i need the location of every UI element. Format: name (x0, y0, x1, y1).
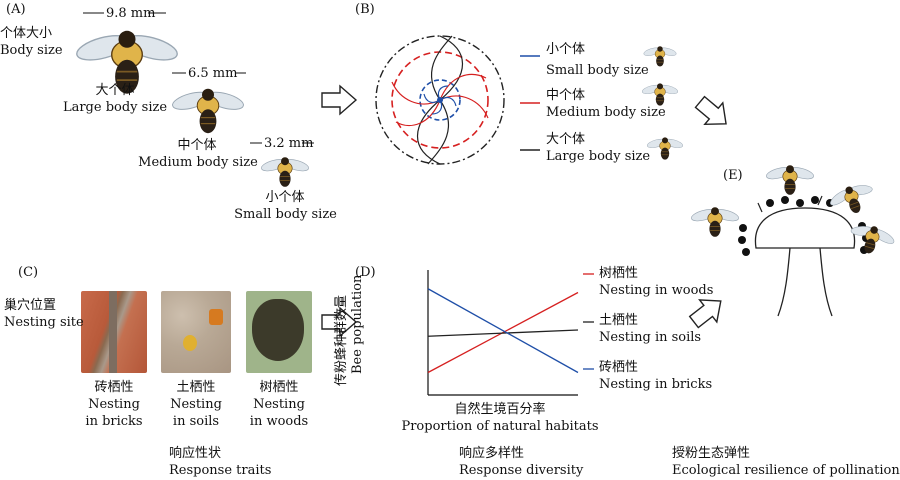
nesting-soils-photo (161, 291, 231, 373)
series-soils-cn: 土栖性 (599, 313, 639, 328)
resilience-caption-en: Ecological resilience of pollination (672, 463, 900, 478)
series-line-1 (427, 329, 579, 337)
scale-bars (83, 12, 314, 144)
soils-label-cn: 土栖性 (176, 380, 216, 395)
response-traits-cn: 响应性状 (169, 446, 222, 461)
woods-label-en1: Nesting (253, 397, 305, 412)
small-label-cn: 小个体 (265, 190, 305, 205)
panel-c-label: (C) (18, 265, 39, 280)
legend-large-en: Large body size (546, 149, 651, 164)
nesting-woods-photo (246, 291, 312, 373)
body-size-circle-diagram (375, 35, 505, 165)
arrow-a-to-b-icon (321, 85, 357, 115)
pollinator-bee-2-icon (689, 206, 741, 238)
legend-small-cn: 小个体 (546, 42, 586, 57)
panel-a-label: (A) (6, 2, 26, 17)
response-diversity-en: Response diversity (459, 463, 584, 478)
soils-label-en2: in soils (172, 414, 220, 429)
chart-ylabel-en: Bee population (350, 274, 365, 374)
arrow-b-to-e-icon (690, 90, 736, 136)
response-diversity-cn: 响应多样性 (459, 446, 525, 461)
legend-large-cn: 大个体 (546, 132, 586, 147)
nesting-bricks-photo (81, 291, 147, 373)
panel-e-label: (E) (723, 168, 743, 183)
bricks-label-en1: Nesting (88, 397, 140, 412)
medium-label-en: Medium body size (138, 155, 258, 170)
response-chart (427, 270, 594, 396)
flower-illustration (754, 207, 856, 317)
bricks-label-en2: in bricks (85, 414, 143, 429)
series-line-2 (427, 288, 579, 374)
bricks-label-cn: 砖栖性 (94, 380, 134, 395)
legend-bee-large-icon (646, 137, 684, 160)
small-size-measure: 3.2 mm (264, 136, 314, 151)
series-bricks-en: Nesting in bricks (599, 377, 713, 392)
series-soils-en: Nesting in soils (599, 330, 702, 345)
medium-label-cn: 中个体 (177, 138, 217, 153)
response-traits-en: Response traits (169, 463, 272, 478)
large-label-en: Large body size (62, 100, 168, 115)
small-label-en: Small body size (234, 207, 337, 222)
bee-medium-icon (170, 88, 246, 134)
chart-xlabel-en: Proportion of natural habitats (401, 419, 599, 434)
large-label-cn: 大个体 (95, 83, 135, 98)
chart-ylabel-cn: 传粉蜂种群数量 (334, 294, 349, 386)
legend-lines (520, 55, 540, 151)
panel-d-label: (D) (355, 265, 376, 280)
nesting-site-label-en: Nesting site (4, 315, 84, 330)
medium-size-measure: 6.5 mm (188, 66, 238, 81)
body-size-label-en: Body size (0, 43, 63, 58)
chart-xlabel-cn: 自然生境百分率 (454, 402, 546, 417)
legend-bee-medium-icon (641, 83, 679, 106)
bee-small-icon (259, 156, 311, 188)
series-woods-en: Nesting in woods (599, 283, 714, 298)
legend-medium-cn: 中个体 (546, 88, 586, 103)
soils-label-en1: Nesting (170, 397, 222, 412)
pollinator-bee-1-icon (764, 164, 816, 196)
woods-label-en2: in woods (249, 414, 309, 429)
woods-label-cn: 树栖性 (259, 380, 299, 395)
legend-medium-en: Medium body size (546, 105, 666, 120)
nesting-site-label-cn: 巢穴位置 (4, 298, 57, 313)
panel-b-label: (B) (355, 2, 375, 17)
pollination-marks (757, 195, 823, 213)
resilience-caption-cn: 授粉生态弹性 (672, 446, 751, 461)
body-size-label-cn: 个体大小 (0, 26, 53, 41)
series-woods-cn: 树栖性 (599, 266, 639, 281)
legend-small-en: Small body size (546, 63, 649, 78)
series-bricks-cn: 砖栖性 (599, 360, 639, 375)
large-size-measure: 9.8 mm (106, 6, 156, 21)
